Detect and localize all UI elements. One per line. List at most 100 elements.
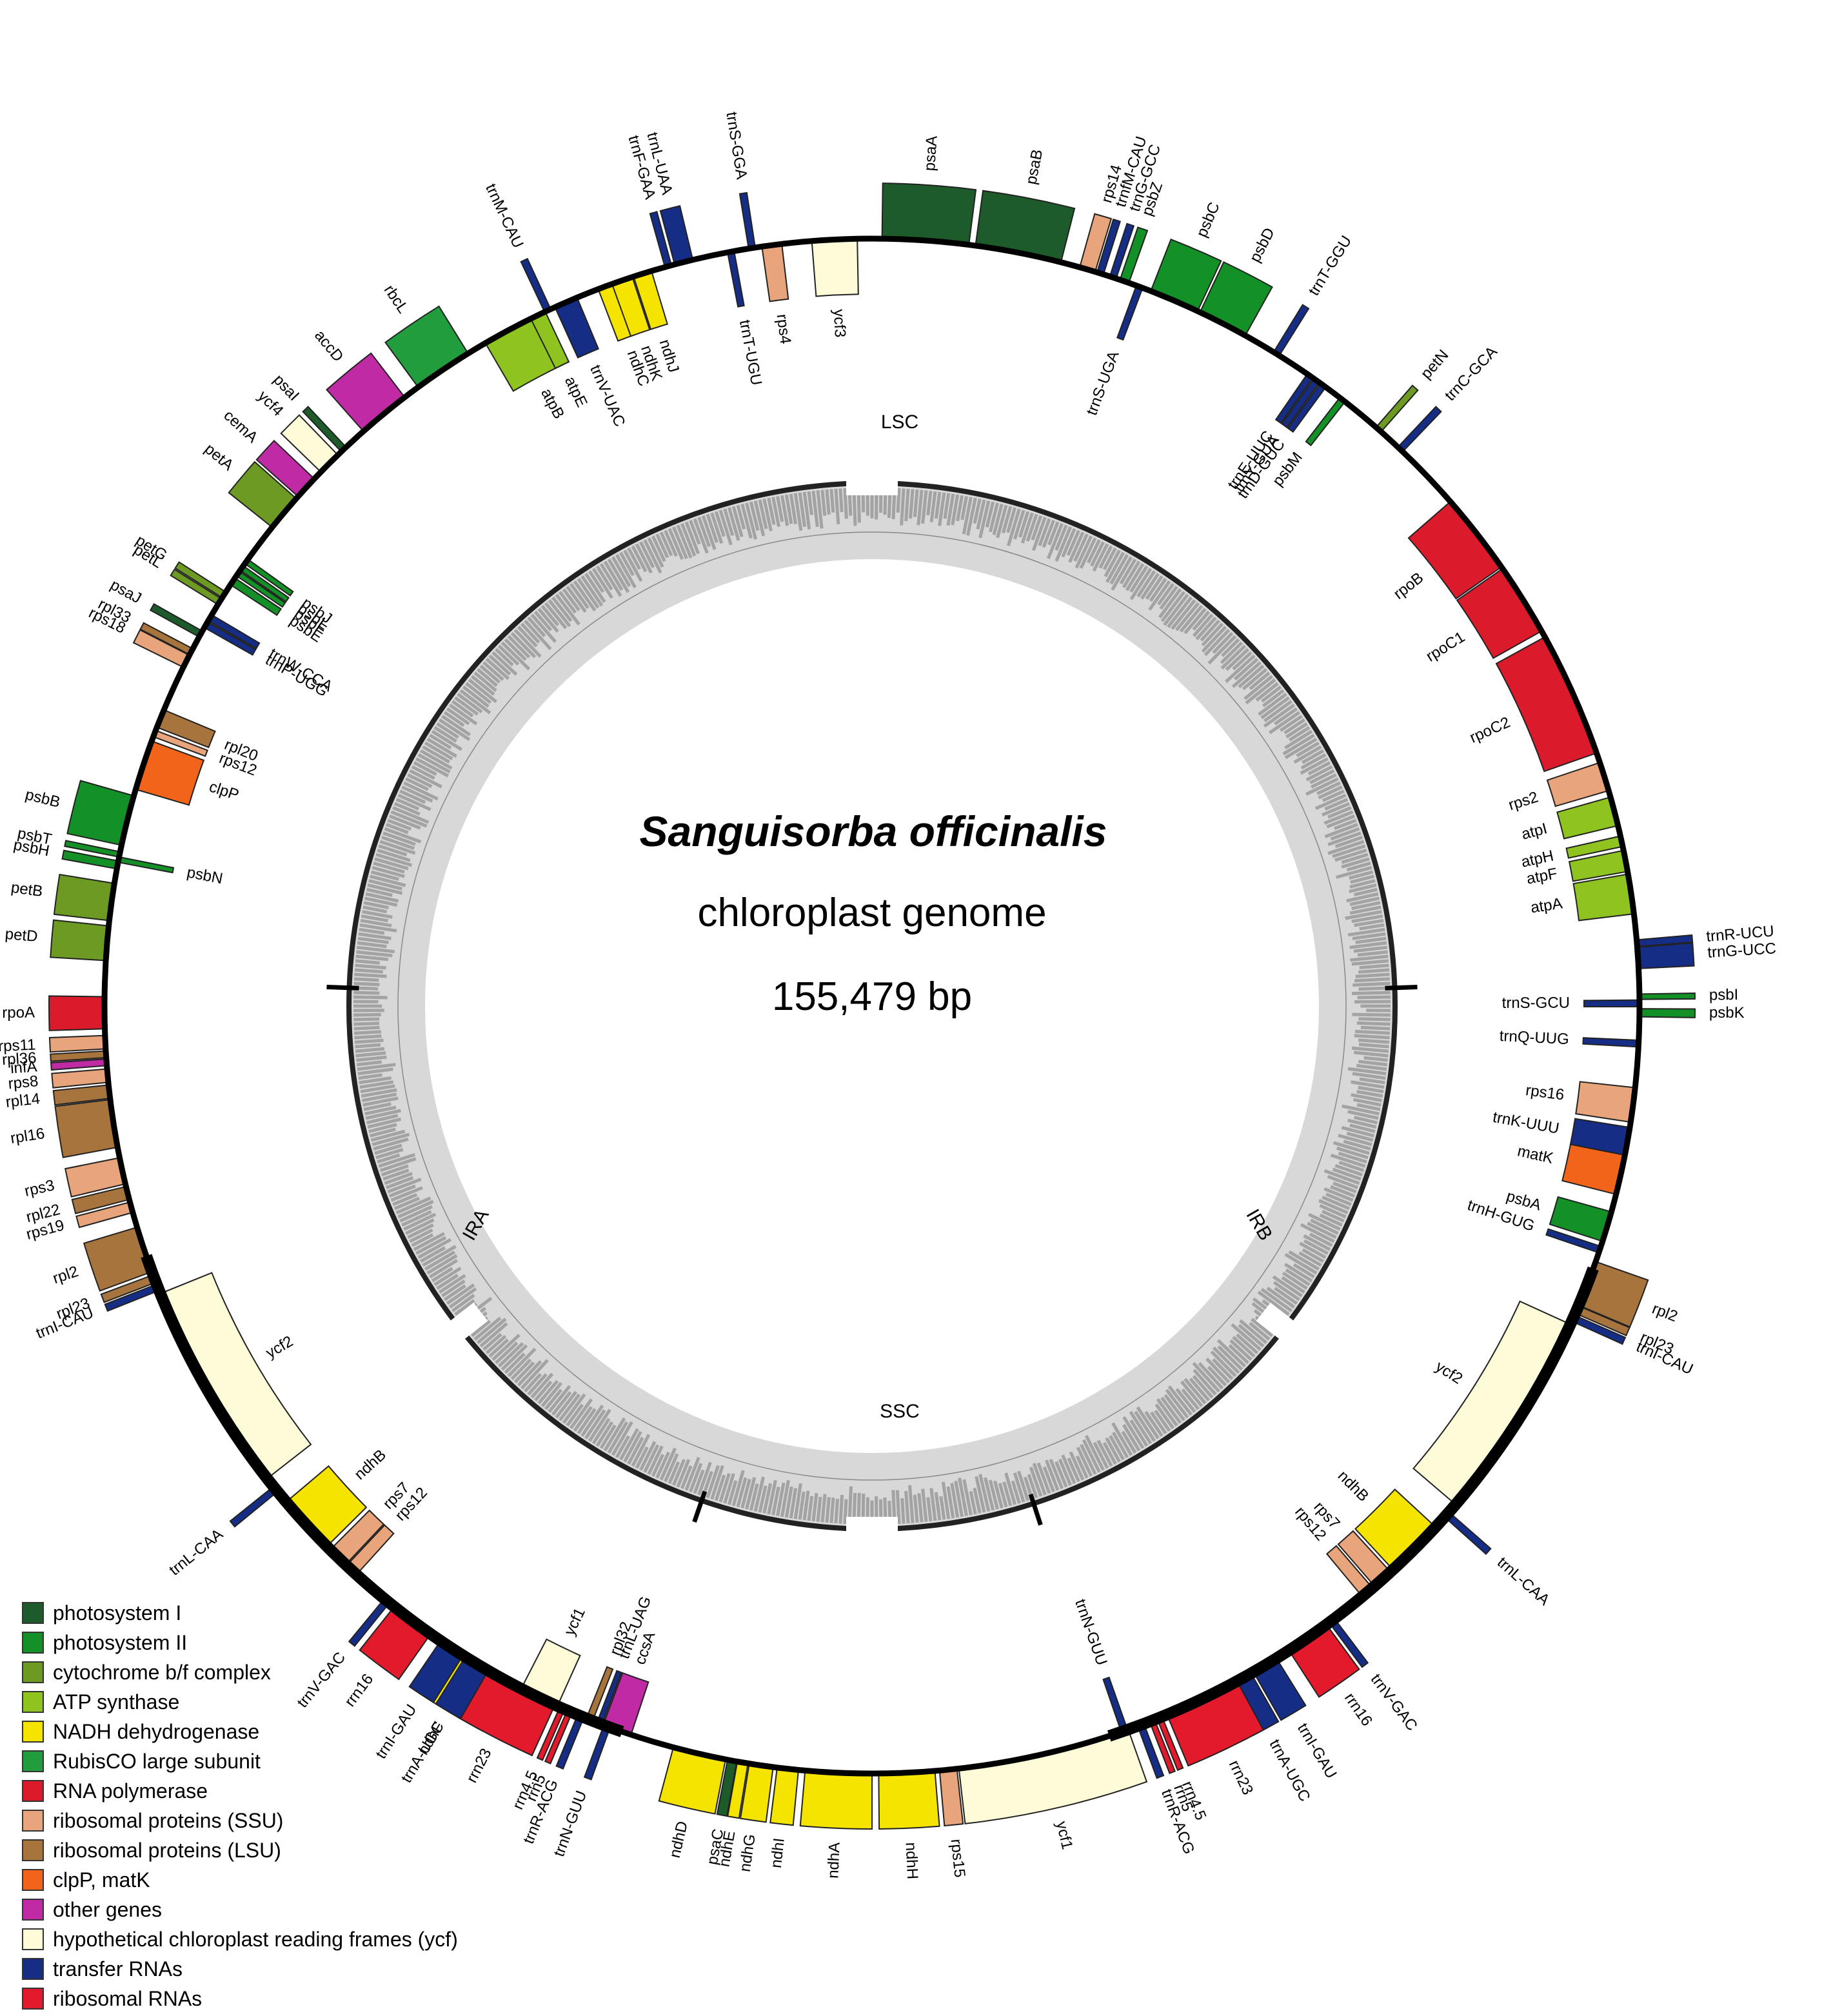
gene-label-matk: matK bbox=[1516, 1142, 1555, 1167]
legend-swatch bbox=[22, 1899, 44, 1921]
legend-label: transfer RNAs bbox=[53, 1957, 183, 1981]
gene-label-psbk: psbK bbox=[1709, 1004, 1745, 1022]
gc-ring-background bbox=[352, 486, 1392, 1527]
gene-label-atpe: atpE bbox=[561, 373, 591, 410]
tick-lsc-irb bbox=[1385, 984, 1418, 991]
legend-item-oth: other genes bbox=[22, 1895, 458, 1924]
gene-label-rpoc1: rpoC1 bbox=[1423, 628, 1468, 666]
gene-label-ndhb: ndhB bbox=[351, 1446, 390, 1483]
gene-label-petd: petD bbox=[5, 925, 39, 945]
legend-swatch bbox=[22, 1691, 44, 1713]
gene-block-rpoa bbox=[48, 995, 106, 1031]
irb-thick-arc bbox=[1107, 1266, 1599, 1742]
gene-label-trnq-uug: trnQ-UUG bbox=[1499, 1027, 1569, 1048]
gene-label-petb: petB bbox=[10, 879, 44, 900]
gene-label-cema: cemA bbox=[220, 407, 261, 446]
gc-content-bars bbox=[353, 487, 1391, 1525]
gene-label-atpi: atpI bbox=[1520, 820, 1549, 843]
gene-block-rbcl bbox=[384, 305, 470, 388]
gene-label-psbi: psbI bbox=[1709, 986, 1739, 1004]
legend-swatch bbox=[22, 1988, 44, 2010]
gene-label-ycf2: ycf2 bbox=[1432, 1358, 1466, 1387]
gene-label-trnc-gca: trnC-GCA bbox=[1442, 343, 1501, 404]
legend-label: ribosomal proteins (LSU) bbox=[53, 1838, 281, 1862]
gene-label-trns-uga: trnS-UGA bbox=[1083, 349, 1123, 418]
gene-label-ycf3: ycf3 bbox=[830, 309, 849, 338]
gene-label-trnn-guu: trnN-GUU bbox=[1071, 1597, 1111, 1668]
gene-block-petn bbox=[1375, 384, 1419, 433]
legend-swatch bbox=[22, 1721, 44, 1743]
gene-label-rps16: rps16 bbox=[1525, 1082, 1565, 1104]
gene-label-psbn: psbN bbox=[186, 864, 224, 887]
legend-label: ATP synthase bbox=[53, 1690, 180, 1714]
gene-label-rrn16: rrn16 bbox=[1341, 1690, 1376, 1729]
gene-block-trns-uga bbox=[1116, 284, 1144, 341]
region-box-irb bbox=[1256, 1302, 1311, 1353]
gene-block-rps11 bbox=[48, 1034, 106, 1053]
gene-block-trnq-uug bbox=[1582, 1037, 1640, 1048]
gene-label-rpoa: rpoA bbox=[2, 1004, 35, 1022]
gene-block-ycf2 bbox=[159, 1272, 312, 1480]
gene-block-trnn-guu bbox=[1102, 1676, 1129, 1733]
legend-item-rbc: RubisCO large subunit bbox=[22, 1746, 458, 1776]
legend-label: RNA polymerase bbox=[53, 1779, 208, 1803]
legend-swatch bbox=[22, 1602, 44, 1624]
gene-block-rpl16 bbox=[54, 1098, 119, 1158]
legend-label: cytochrome b/f complex bbox=[53, 1660, 271, 1684]
gene-label-rbcl: rbcL bbox=[381, 282, 411, 317]
legend-swatch bbox=[22, 1869, 44, 1891]
gene-label-ndhg: ndhG bbox=[737, 1833, 759, 1873]
gene-block-trnt-ugu bbox=[726, 250, 745, 308]
legend-item-psi: photosystem I bbox=[22, 1598, 458, 1628]
gene-block-petb bbox=[53, 873, 115, 922]
gene-block-ycf3 bbox=[811, 238, 859, 297]
gene-label-rpob: rpoB bbox=[1391, 569, 1427, 602]
gene-label-ndhd: ndhD bbox=[666, 1819, 691, 1859]
legend-item-clp: clpP, matK bbox=[22, 1865, 458, 1895]
gene-label-trnm-cau: trnM-CAU bbox=[482, 181, 527, 251]
gene-block-rps4 bbox=[761, 243, 789, 302]
gene-label-psaa: psaA bbox=[921, 135, 941, 172]
gene-block-psbn bbox=[117, 856, 175, 874]
gene-label-rpoc2: rpoC2 bbox=[1467, 714, 1513, 747]
gene-block-psbk bbox=[1638, 1008, 1696, 1018]
gene-label-psbc: psbC bbox=[1193, 200, 1224, 240]
gene-label-ndhh: ndhH bbox=[902, 1842, 922, 1880]
legend-swatch bbox=[22, 1839, 44, 1861]
legend-item-ssu: ribosomal proteins (SSU) bbox=[22, 1806, 458, 1835]
legend-swatch bbox=[22, 1928, 44, 1950]
gene-block-psaa bbox=[881, 183, 977, 246]
tick-ira-lsc bbox=[326, 984, 359, 991]
tick-irb-ssc bbox=[1028, 1493, 1043, 1526]
gene-label-rpl14: rpl14 bbox=[5, 1090, 41, 1111]
gene-block-trnl-caa bbox=[1443, 1511, 1492, 1556]
genome-subtitle: chloroplast genome bbox=[697, 891, 1046, 935]
gene-block-trnr-acg bbox=[555, 1714, 585, 1770]
genome-length: 155,479 bp bbox=[772, 974, 972, 1019]
gene-label-rpl36: rpl36 bbox=[1, 1049, 37, 1069]
gene-label-rps3: rps3 bbox=[23, 1176, 56, 1200]
gene-block-trns-gga bbox=[738, 192, 757, 250]
gene-label-rps15: rps15 bbox=[947, 1838, 969, 1878]
gene-block-trns-gcu bbox=[1583, 999, 1641, 1008]
gene-label-rrn23: rrn23 bbox=[1225, 1757, 1256, 1797]
gene-block-rps8 bbox=[51, 1068, 109, 1089]
legend-swatch bbox=[22, 1632, 44, 1654]
legend-label: RubisCO large subunit bbox=[53, 1749, 261, 1773]
gene-label-trnt-ugu: trnT-UGU bbox=[736, 319, 765, 387]
gene-label-rpl2: rpl2 bbox=[1650, 1300, 1680, 1326]
gene-label-trnv-gac: trnV-GAC bbox=[1367, 1671, 1421, 1734]
legend-item-rpo: RNA polymerase bbox=[22, 1776, 458, 1806]
gene-label-ycf1: ycf1 bbox=[561, 1605, 589, 1638]
species-name: Sanguisorba officinalis bbox=[640, 807, 1107, 855]
gene-label-accd: accD bbox=[311, 327, 347, 365]
gene-label-rps2: rps2 bbox=[1507, 788, 1541, 814]
gene-label-trnn-guu: trnN-GUU bbox=[550, 1788, 590, 1859]
gene-block-rpoc2 bbox=[1495, 636, 1598, 773]
legend-swatch bbox=[22, 1750, 44, 1772]
region-box-ira bbox=[433, 1302, 488, 1353]
legend-item-cyt: cytochrome b/f complex bbox=[22, 1657, 458, 1687]
gene-label-atpa: atpA bbox=[1529, 894, 1563, 916]
gene-block-ycf1 bbox=[958, 1728, 1148, 1824]
